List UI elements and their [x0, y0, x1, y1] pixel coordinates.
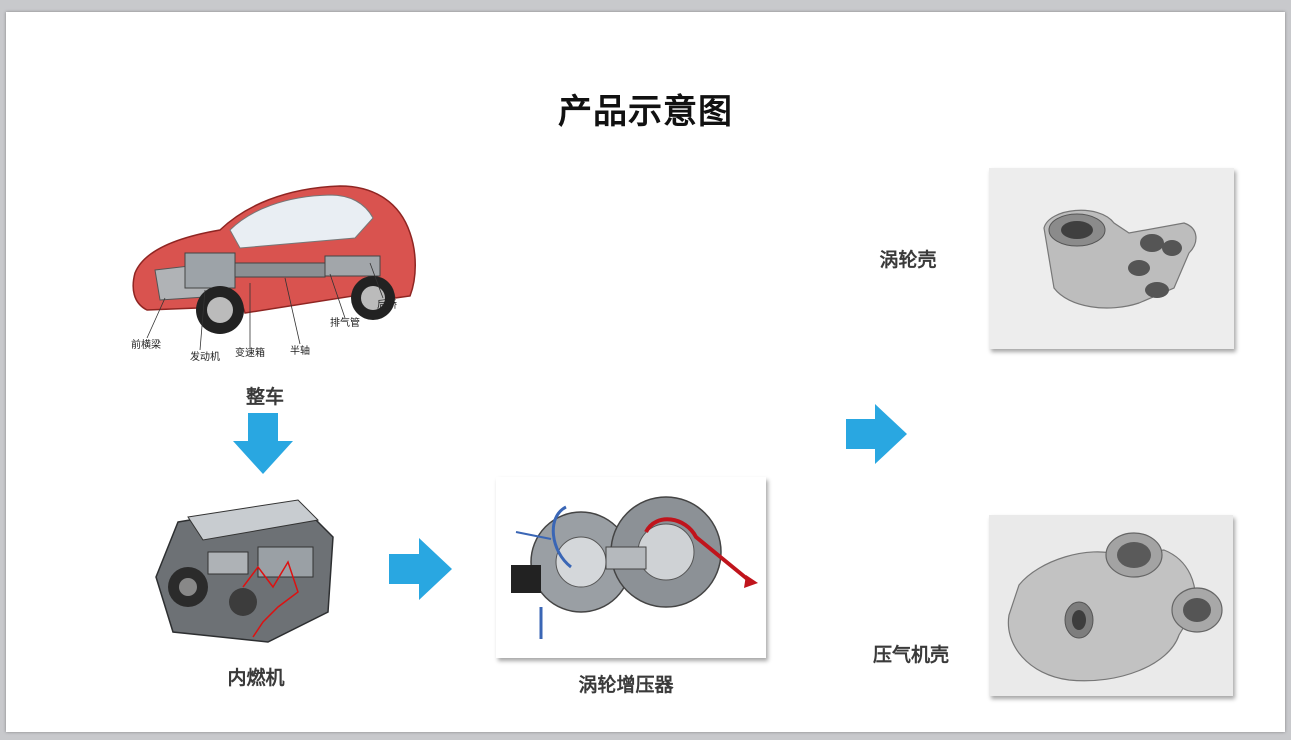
arrow-down-icon — [233, 413, 293, 474]
car-part-exhaust: 排气管 — [330, 316, 360, 329]
car-cutaway-image: 前横梁 发动机 变速箱 半轴 排气管 后桥 — [125, 178, 430, 368]
compressor-housing-image — [989, 515, 1233, 696]
label-engine: 内燃机 — [227, 667, 285, 689]
car-part-half-shaft: 半轴 — [290, 344, 310, 357]
page-title: 产品示意图 — [558, 92, 733, 132]
arrow-right-icon — [846, 404, 907, 464]
car-part-front-beam: 前横梁 — [131, 338, 161, 351]
car-part-rear-axle: 后桥 — [377, 299, 397, 311]
label-car: 整车 — [245, 386, 284, 408]
label-turbocharger: 涡轮增压器 — [578, 674, 674, 696]
label-compressor-housing: 压气机壳 — [872, 644, 949, 666]
car-part-engine: 发动机 — [190, 350, 220, 363]
arrow-right-icon — [389, 538, 452, 600]
turbocharger-image — [496, 477, 766, 658]
turbine-housing-image — [989, 168, 1234, 349]
engine-image — [148, 492, 343, 652]
label-turbine-housing: 涡轮壳 — [879, 249, 937, 271]
car-part-gearbox: 变速箱 — [235, 346, 265, 359]
